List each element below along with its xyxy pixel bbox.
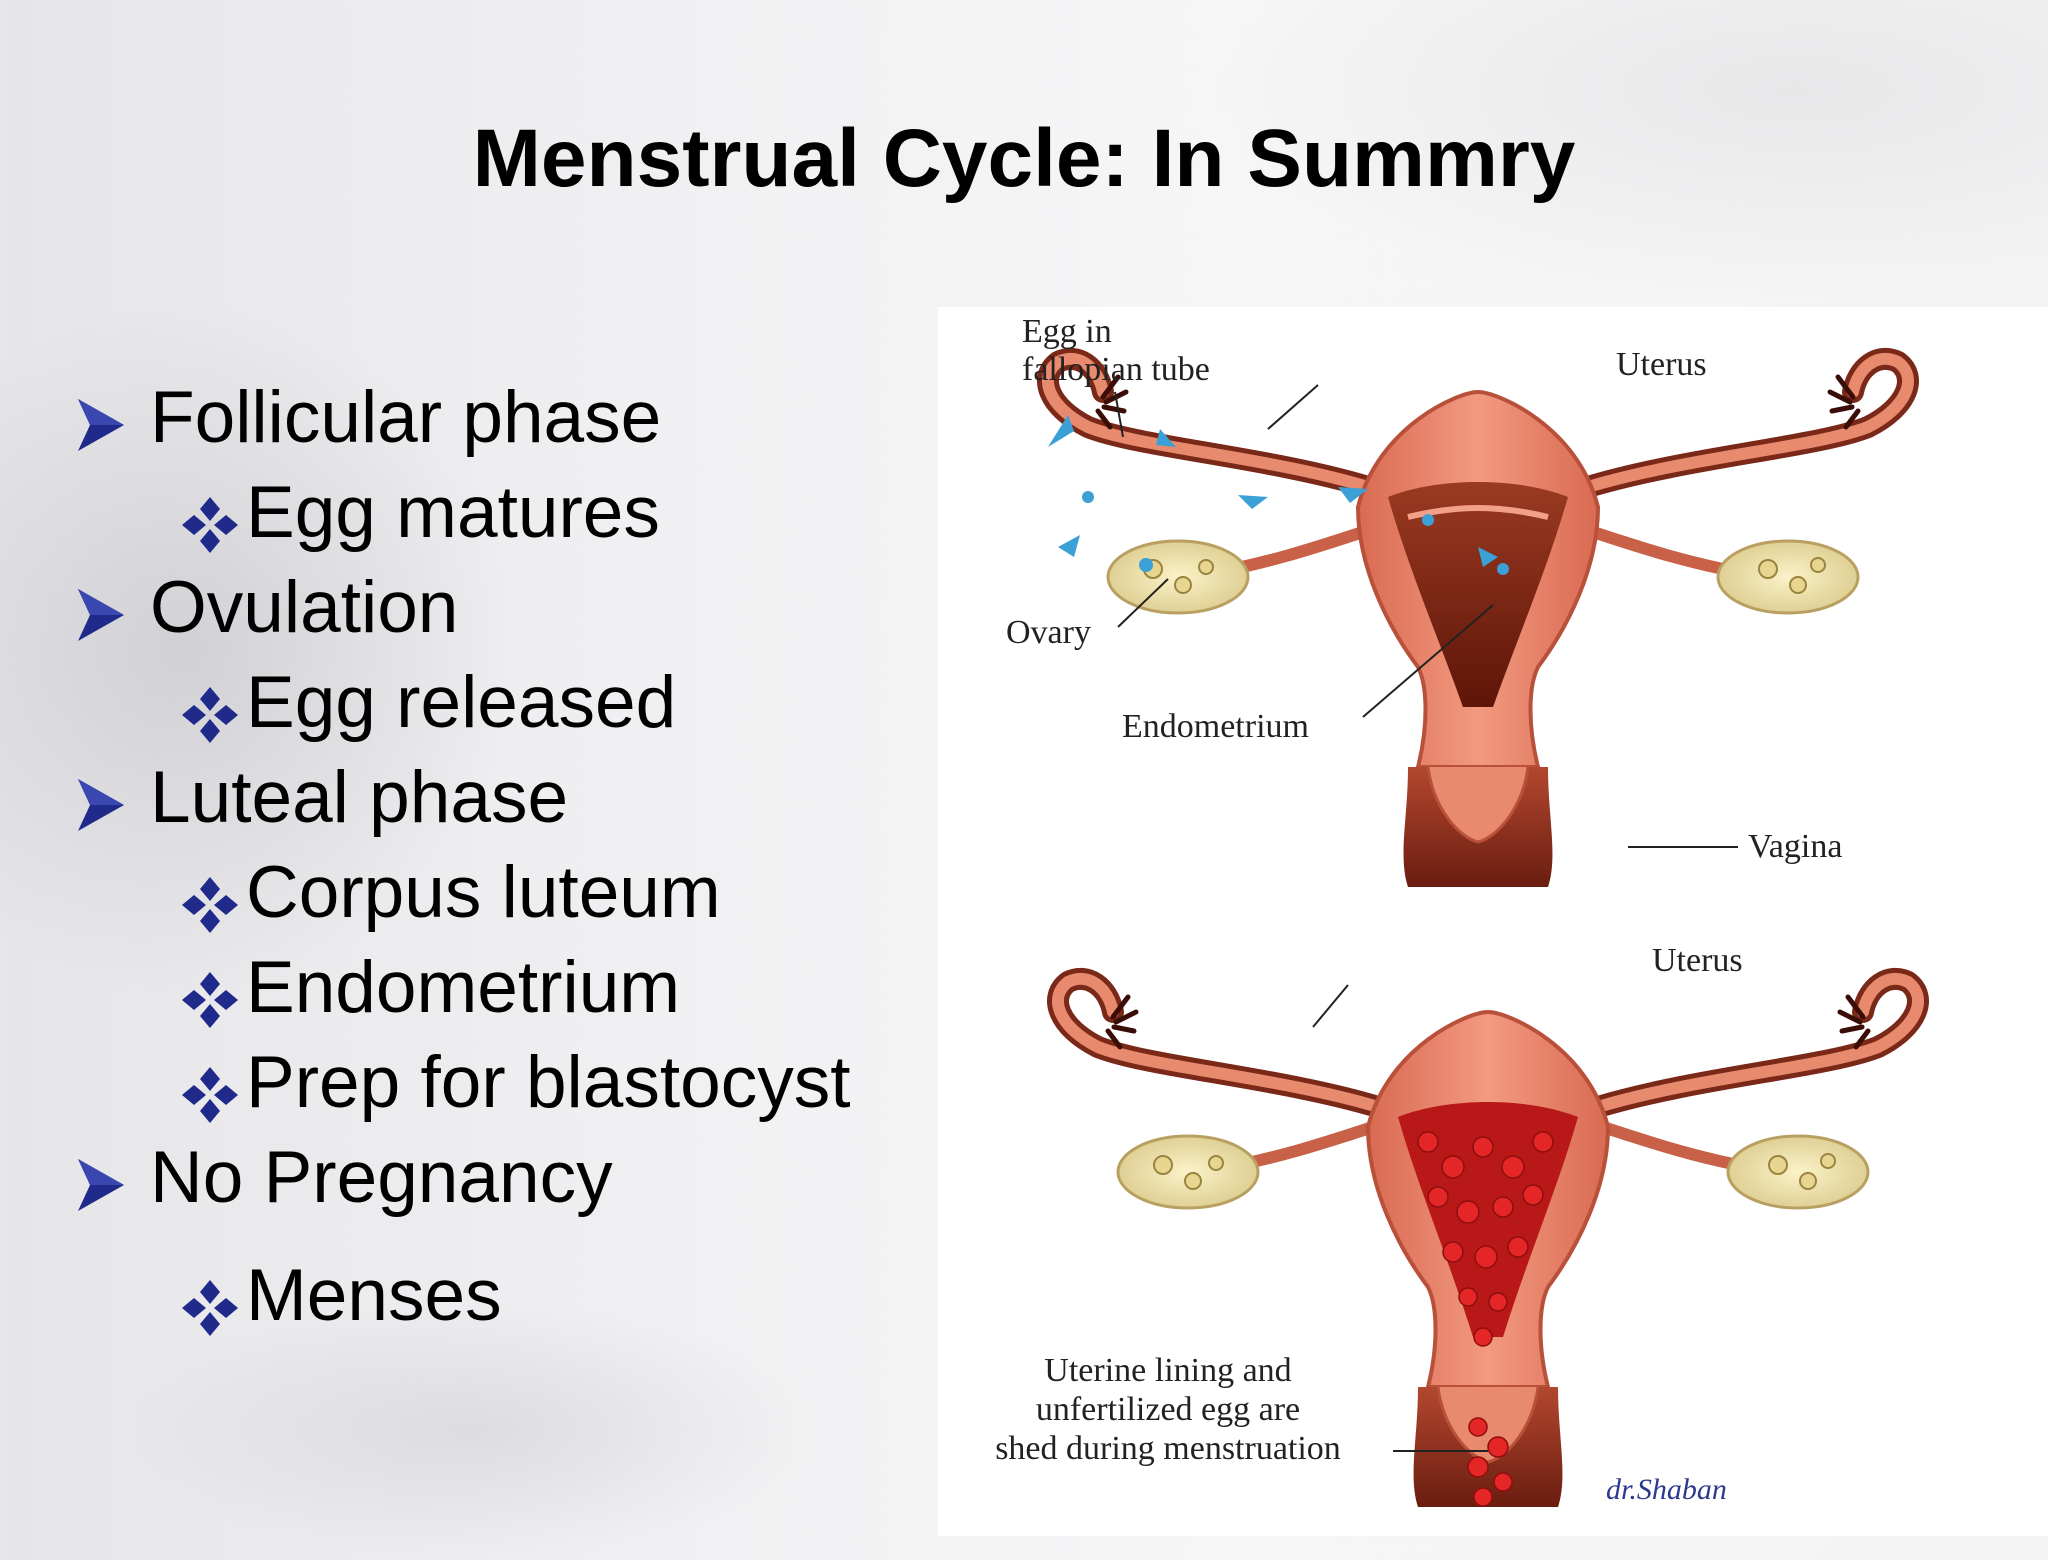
uterus-illustration: Egg in fallopian tube Uterus Ovary Endom… — [938, 307, 2048, 1536]
top-uterus-diagram — [1037, 347, 1919, 887]
sub-bullet-text: Egg released — [246, 662, 677, 743]
diamond-bullet-icon — [182, 687, 238, 743]
bullet-item: No Pregnancy — [76, 1130, 946, 1225]
menstruation-label: Uterine lining and unfertilized egg are … — [948, 1351, 1388, 1468]
sub-bullet-text: Egg matures — [246, 472, 660, 553]
sub-bullet-item: Endometrium — [76, 940, 946, 1035]
diamond-bullet-icon — [182, 1067, 238, 1123]
ovary-label: Ovary — [1006, 614, 1091, 651]
sub-bullet-text: Endometrium — [246, 947, 681, 1028]
author-signature: dr.Shaban — [1606, 1473, 1727, 1506]
uterus-label-bottom: Uterus — [1652, 942, 1743, 979]
bullet-text: Follicular phase — [150, 377, 662, 458]
bullet-item: Follicular phase — [76, 370, 946, 465]
sub-bullet-item: Prep for blastocyst — [76, 1035, 946, 1130]
bullet-list: Follicular phase Egg matures Ovulation E… — [76, 370, 946, 1343]
sub-bullet-text: Corpus luteum — [246, 852, 721, 933]
diamond-bullet-icon — [182, 877, 238, 933]
bullet-text: Luteal phase — [150, 757, 569, 838]
bottom-uterus-diagram — [1047, 967, 1929, 1507]
sub-bullet-item: Egg released — [76, 655, 946, 750]
bullet-item: Luteal phase — [76, 750, 946, 845]
sub-bullet-item: Menses — [76, 1225, 946, 1343]
bullet-text: No Pregnancy — [150, 1137, 613, 1218]
uterus-diagrams — [1037, 347, 1929, 1507]
arrowhead-bullet-icon — [78, 399, 124, 451]
endometrium-label: Endometrium — [1122, 708, 1309, 745]
diamond-bullet-icon — [182, 1280, 238, 1336]
diamond-bullet-icon — [182, 497, 238, 553]
label-line: unfertilized egg are — [1035, 1391, 1301, 1428]
sub-bullet-item: Corpus luteum — [76, 845, 946, 940]
background-shade — [120, 1300, 820, 1560]
sub-bullet-text: Menses — [246, 1255, 502, 1336]
diamond-bullet-icon — [182, 972, 238, 1028]
slide-title: Menstrual Cycle: In Summry — [472, 113, 1576, 204]
uterus-label: Uterus — [1616, 346, 1707, 383]
sub-bullet-item: Egg matures — [76, 465, 946, 560]
vagina-label: Vagina — [1748, 828, 1843, 865]
arrowhead-bullet-icon — [78, 1159, 124, 1211]
label-line: shed during menstruation — [995, 1430, 1341, 1467]
background-shade — [1200, 0, 2048, 300]
label-line: fallopian tube — [1022, 351, 1210, 388]
bullet-item: Ovulation — [76, 560, 946, 655]
arrowhead-bullet-icon — [78, 779, 124, 831]
bullet-text: Ovulation — [150, 567, 459, 648]
egg-in-fallopian-tube-label: Egg in fallopian tube — [1022, 313, 1210, 389]
label-line: Uterine lining and — [1044, 1352, 1292, 1389]
label-line: Egg in — [1022, 313, 1112, 350]
sub-bullet-text: Prep for blastocyst — [246, 1042, 851, 1123]
arrowhead-bullet-icon — [78, 589, 124, 641]
